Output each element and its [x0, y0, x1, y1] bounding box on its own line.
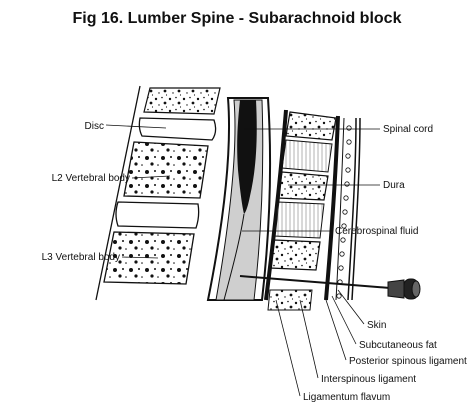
leader-lines — [105, 124, 380, 397]
figure-title: Fig 16. Lumber Spine - Subarachnoid bloc… — [72, 10, 402, 27]
label-skin: Skin — [367, 320, 386, 331]
label-subcutaneous-fat: Subcutaneous fat — [359, 340, 437, 351]
posterior-elements — [264, 109, 340, 311]
skin-layers — [335, 117, 361, 301]
label-cerebrospinal-fluid: Cerebrospinal fluid — [335, 226, 418, 237]
label-l2-vertebral-body: L2 Vertebral body — [52, 173, 130, 184]
spinal-cord-shape — [237, 100, 257, 214]
label-l3-vertebral-body: L3 Vertebral body — [42, 252, 120, 263]
label-dura: Dura — [383, 180, 405, 191]
disc-shape — [138, 117, 217, 141]
label-posterior-spinous-ligament: Posterior spinous ligament — [349, 356, 467, 367]
vertebral-column — [95, 85, 221, 301]
spinal-needle — [239, 275, 421, 300]
label-disc: Disc — [85, 121, 104, 132]
l2-vertebral-body-shape — [123, 141, 209, 199]
label-interspinous-ligament: Interspinous ligament — [321, 374, 416, 385]
label-ligamentum-flavum: Ligamentum flavum — [303, 392, 390, 403]
label-spinal-cord: Spinal cord — [383, 124, 433, 135]
dural-sac — [206, 97, 271, 301]
